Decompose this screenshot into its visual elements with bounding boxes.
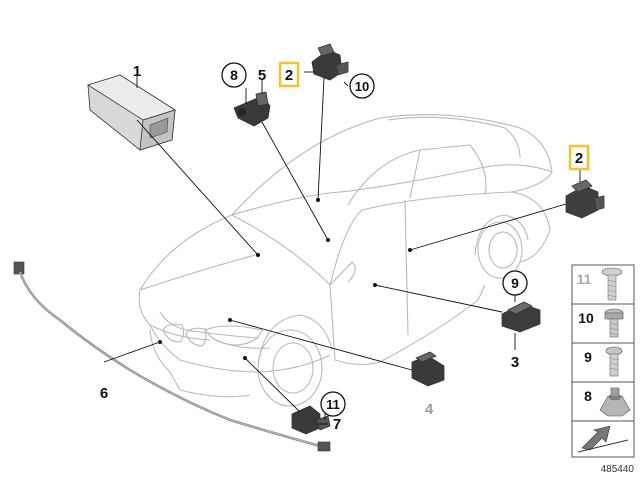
highlight-frame-top [278, 61, 300, 88]
highlight-frame-right [568, 144, 590, 171]
cable-part-6 [13, 261, 331, 452]
diagram-number: 485440 [601, 464, 635, 475]
callout-7: 7 [333, 416, 341, 433]
leader-lines [103, 71, 581, 425]
sensor-part-3 [501, 301, 541, 333]
legend-label-11: 11 [577, 271, 592, 287]
callout-1: 1 [133, 63, 141, 80]
legend-label-8: 8 [584, 388, 592, 404]
legend-arrow-box [571, 420, 635, 458]
callout-9-circle [502, 270, 528, 296]
legend-row-8: 8 [571, 381, 635, 422]
direction-arrow-icon [577, 425, 629, 453]
sensor-part-right [565, 179, 605, 219]
callout-2-top: 2 [285, 67, 293, 84]
legend-row-10: 10 [571, 303, 635, 344]
sensor-part-top [311, 43, 349, 81]
callouts: 1 2 2 8 5 10 9 3 4 6 11 7 [100, 61, 590, 433]
legend-label-10: 10 [578, 310, 594, 326]
nut-icon [599, 387, 631, 417]
legend-row-9: 9 [571, 342, 635, 383]
callout-3: 3 [511, 354, 519, 371]
car-outline [138, 114, 553, 407]
callout-8: 8 [230, 67, 238, 83]
fastener-legend: 11 10 9 [571, 264, 635, 458]
callout-8-circle [221, 62, 247, 88]
callout-5: 5 [258, 67, 266, 84]
sensor-part-7 [291, 405, 331, 435]
callout-2-right: 2 [575, 150, 583, 167]
callout-10: 10 [355, 79, 369, 94]
legend-label-9: 9 [584, 349, 592, 365]
control-unit-part [87, 74, 176, 151]
bolt-hex-icon [604, 308, 624, 338]
callout-9: 9 [511, 275, 519, 291]
bolt-long-icon [601, 267, 623, 301]
legend-row-11: 11 [571, 264, 635, 305]
callout-11: 11 [326, 397, 340, 412]
callout-6: 6 [100, 385, 108, 402]
screw-icon [605, 346, 623, 377]
callout-11-circle [320, 391, 346, 417]
callout-10-circle [349, 73, 375, 99]
sensor-part-5 [233, 91, 271, 127]
callout-4: 4 [425, 401, 434, 418]
connector-part-4 [411, 351, 445, 387]
